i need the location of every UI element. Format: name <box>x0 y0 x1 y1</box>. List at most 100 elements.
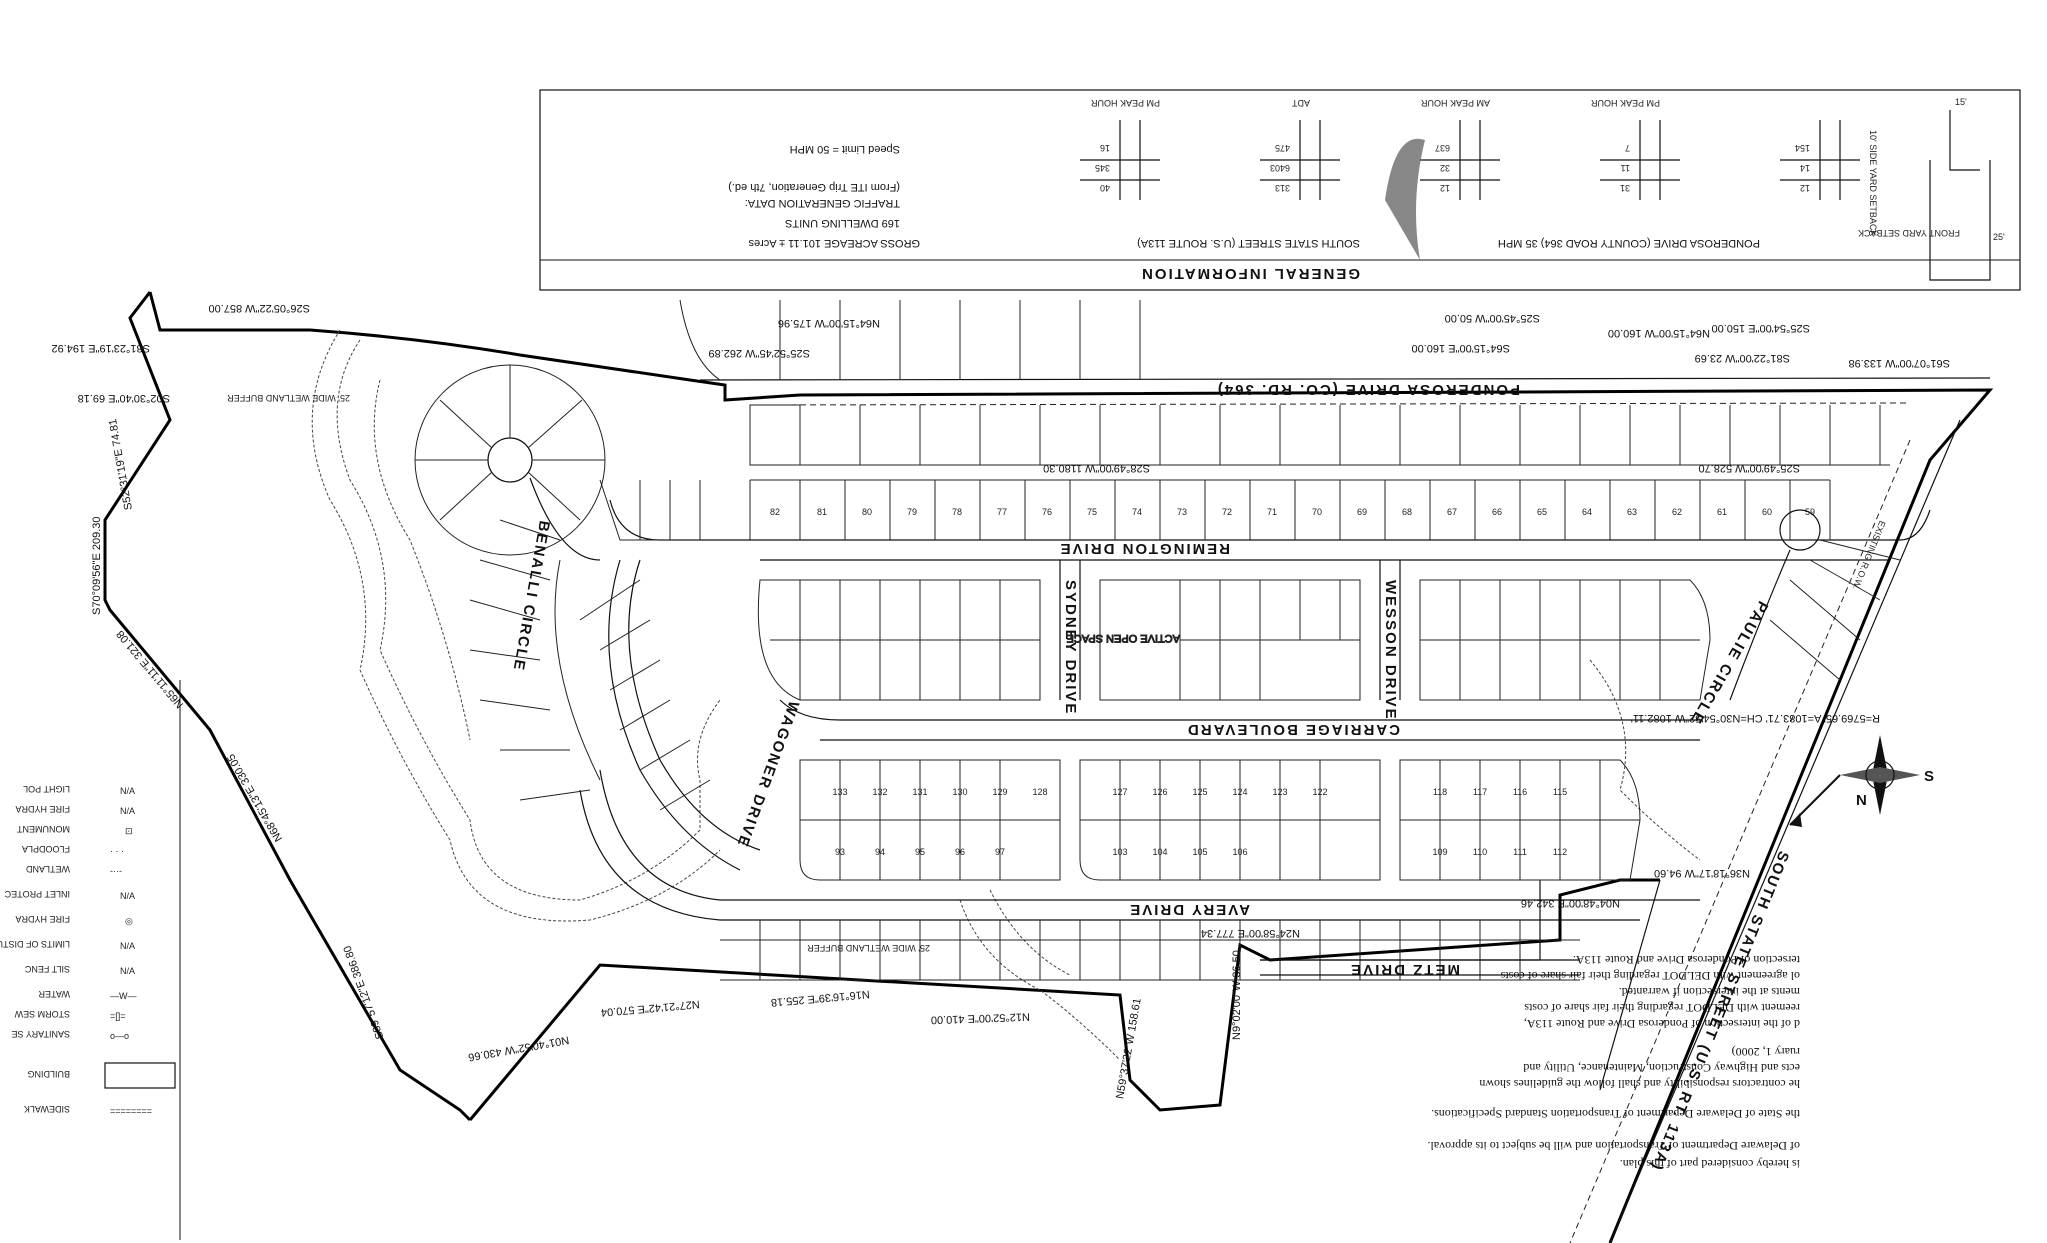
svg-text:345: 345 <box>1095 163 1110 173</box>
gross-acreage: GROSS ACREAGE 101.11 ± Acres <box>748 237 920 249</box>
svg-text:104: 104 <box>1152 847 1167 857</box>
svg-text:6403: 6403 <box>1270 163 1290 173</box>
curve-data: R=5769.65' A=1083.71' CH=N30°54'52"W 108… <box>1631 712 1880 724</box>
svg-text:69: 69 <box>1357 507 1367 517</box>
legend-symbol: ======== <box>110 1106 152 1116</box>
svg-text:94: 94 <box>875 847 885 857</box>
central-block-east <box>1419 579 1711 701</box>
svg-text:116: 116 <box>1513 787 1527 797</box>
note-7: d of the intersection of Ponderosa Drive… <box>1524 1017 1800 1031</box>
carriage-boulevard-road: CARRIAGE BOULEVARD <box>779 699 1700 741</box>
legend-label: WETLAND <box>25 864 70 874</box>
carriage-boulevard-label: CARRIAGE BOULEVARD <box>1186 721 1400 738</box>
bearing-b9: S28°49'00"W 1180.30 <box>1043 462 1150 474</box>
svg-text:7: 7 <box>1625 143 1630 153</box>
bearing-b5: S70°09'56"E 209.30 <box>91 517 103 615</box>
svg-text:111: 111 <box>1513 847 1527 857</box>
adjacent-parcels-north <box>679 299 1141 381</box>
svg-text:79: 79 <box>907 507 917 517</box>
side-yard-setback: 10' SIDE YARD SETBACK <box>1868 130 1878 236</box>
legend-row: INLET PROTEC N/A <box>4 889 135 901</box>
svg-text:12: 12 <box>1440 183 1450 193</box>
svg-text:65: 65 <box>1537 507 1547 517</box>
bearing-b2: S81°23'19"E 194.92 <box>52 342 150 354</box>
ponderosa-frontage-lots <box>749 404 1890 466</box>
bearing-b1: S26°05'22"W 857.00 <box>208 302 310 314</box>
bearing-b23: N12°52'00"E 410.00 <box>931 1010 1030 1025</box>
svg-text:103: 103 <box>1112 847 1127 857</box>
legend-items: SIDEWALK ======== BUILDING SANITARY SE o… <box>0 784 176 1116</box>
bearing-b11: N64°15'00"W 175.96 <box>778 317 880 329</box>
wetland-buffer-1: 25' WIDE WETLAND BUFFER <box>227 393 350 403</box>
svg-text:75: 75 <box>1087 507 1097 517</box>
trip-source: (From ITE Trip Generation, 7th ed.) <box>728 181 900 193</box>
legend-row: WETLAND -··- <box>25 864 122 876</box>
legend-symbol: N/A <box>120 966 135 976</box>
pm-peak-label-2: PM PEAK HOUR <box>1590 98 1660 108</box>
legend-row: LIGHT POL N/A <box>23 784 135 796</box>
note-1: is hereby considered part of this plan. <box>1620 1157 1800 1171</box>
svg-text:16: 16 <box>1100 143 1110 153</box>
svg-text:31: 31 <box>1620 183 1630 193</box>
legend-label: SIDEWALK <box>24 1104 70 1114</box>
svg-text:93: 93 <box>835 847 845 857</box>
avery-south-lots <box>720 920 1580 981</box>
legend-symbol: N/A <box>120 891 135 901</box>
legend-symbol: N/A <box>120 806 135 816</box>
avery-drive-road: AVERY DRIVE <box>579 769 1700 921</box>
svg-text:76: 76 <box>1042 507 1052 517</box>
svg-text:133: 133 <box>832 787 847 797</box>
svg-text:73: 73 <box>1177 507 1187 517</box>
legend-label: STORM SEW <box>14 1009 70 1019</box>
legend-row: FIRE HYDRA ◎ <box>15 914 133 926</box>
western-curved-lots <box>469 519 711 811</box>
svg-text:125: 125 <box>1192 787 1207 797</box>
speed-limit: Speed Limit = 50 MPH <box>790 143 900 155</box>
bearing-b20: N04°48'00"E 342.46 <box>1521 897 1620 909</box>
legend-label: FLOODPLA <box>22 844 70 854</box>
avery-drive-label: AVERY DRIVE <box>1128 901 1250 918</box>
svg-text:96: 96 <box>955 847 965 857</box>
note-2: of Delaware Department of Transportation… <box>1427 1139 1800 1153</box>
north-arrow-icon: N S <box>1789 735 1934 827</box>
road-heading-1: SOUTH STATE STREET (U.S. ROUTE 113A) <box>1137 237 1360 249</box>
legend-label: BUILDING <box>27 1069 70 1079</box>
legend-row: SANITARY SE o—o <box>11 1029 129 1041</box>
legend-row: FIRE HYDRA N/A <box>15 804 135 816</box>
sydney-drive-label: SYDNEY DRIVE <box>1062 580 1079 715</box>
svg-text:105: 105 <box>1192 847 1207 857</box>
svg-text:66: 66 <box>1492 507 1502 517</box>
legend-symbol: —W— <box>110 991 137 1001</box>
svg-text:112: 112 <box>1553 847 1567 857</box>
property-boundary <box>103 291 1994 1243</box>
wesson-drive-label: WESSON DRIVE <box>1382 580 1399 721</box>
svg-text:61: 61 <box>1717 507 1727 517</box>
note-8: reement with DELDOT regarding their fair… <box>1524 1001 1800 1015</box>
general-information-title: GENERAL INFORMATION <box>1140 265 1360 282</box>
svg-text:475: 475 <box>1275 143 1290 153</box>
bearing-b15: S81°22'00"W 23.69 <box>1695 352 1790 364</box>
front-yard-setback: FRONT YARD SETBACK <box>1858 228 1960 238</box>
legend-symbol: =[]= <box>110 1011 126 1021</box>
road-heading-2: PONDEROSA DRIVE (COUNTY ROAD 364) 35 MPH <box>1498 237 1760 249</box>
legend-label: FIRE HYDRA <box>15 804 70 814</box>
svg-text:127: 127 <box>1112 787 1127 797</box>
svg-text:124: 124 <box>1232 787 1247 797</box>
legend-symbol: ◎ <box>125 916 133 926</box>
svg-text:71: 71 <box>1267 507 1277 517</box>
legend-row: BUILDING <box>27 1062 176 1089</box>
svg-text:154: 154 <box>1795 143 1810 153</box>
note-4: he contractors responsibility and shall … <box>1479 1077 1800 1091</box>
svg-text:12: 12 <box>1800 183 1810 193</box>
note-3: the State of Delaware Department of Tran… <box>1431 1107 1800 1121</box>
benalli-east-lots <box>599 479 701 541</box>
sydney-drive-road: SYDNEY DRIVE <box>1059 560 1081 715</box>
legend-row: LIMITS OF DISTURBAN N/A <box>0 939 135 951</box>
remington-drive-label: REMINGTON DRIVE <box>1059 540 1230 557</box>
svg-text:109: 109 <box>1432 847 1447 857</box>
svg-text:131: 131 <box>912 787 927 797</box>
svg-text:129: 129 <box>992 787 1007 797</box>
svg-text:110: 110 <box>1473 847 1487 857</box>
